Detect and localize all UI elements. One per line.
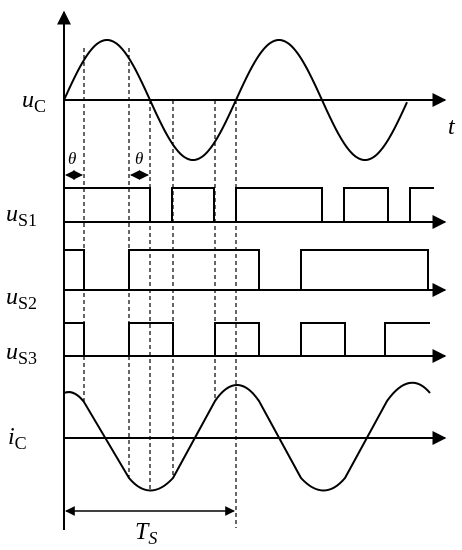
ic-label: iC [8,424,27,453]
us1-label: uS1 [6,201,37,230]
theta-label-1: θ [68,149,76,168]
ic-current-wave [63,381,431,492]
us1-pulse-train [64,187,434,223]
us2-label: uS2 [6,284,37,313]
us2-pulse-train [64,249,429,291]
uc-label: uC [22,87,46,116]
us3-label: uS3 [6,339,37,368]
ts-label: TS [135,519,157,548]
theta-label-2: θ [135,149,143,168]
us3-pulse-train [64,322,430,357]
t-axis-label: t [448,114,456,140]
